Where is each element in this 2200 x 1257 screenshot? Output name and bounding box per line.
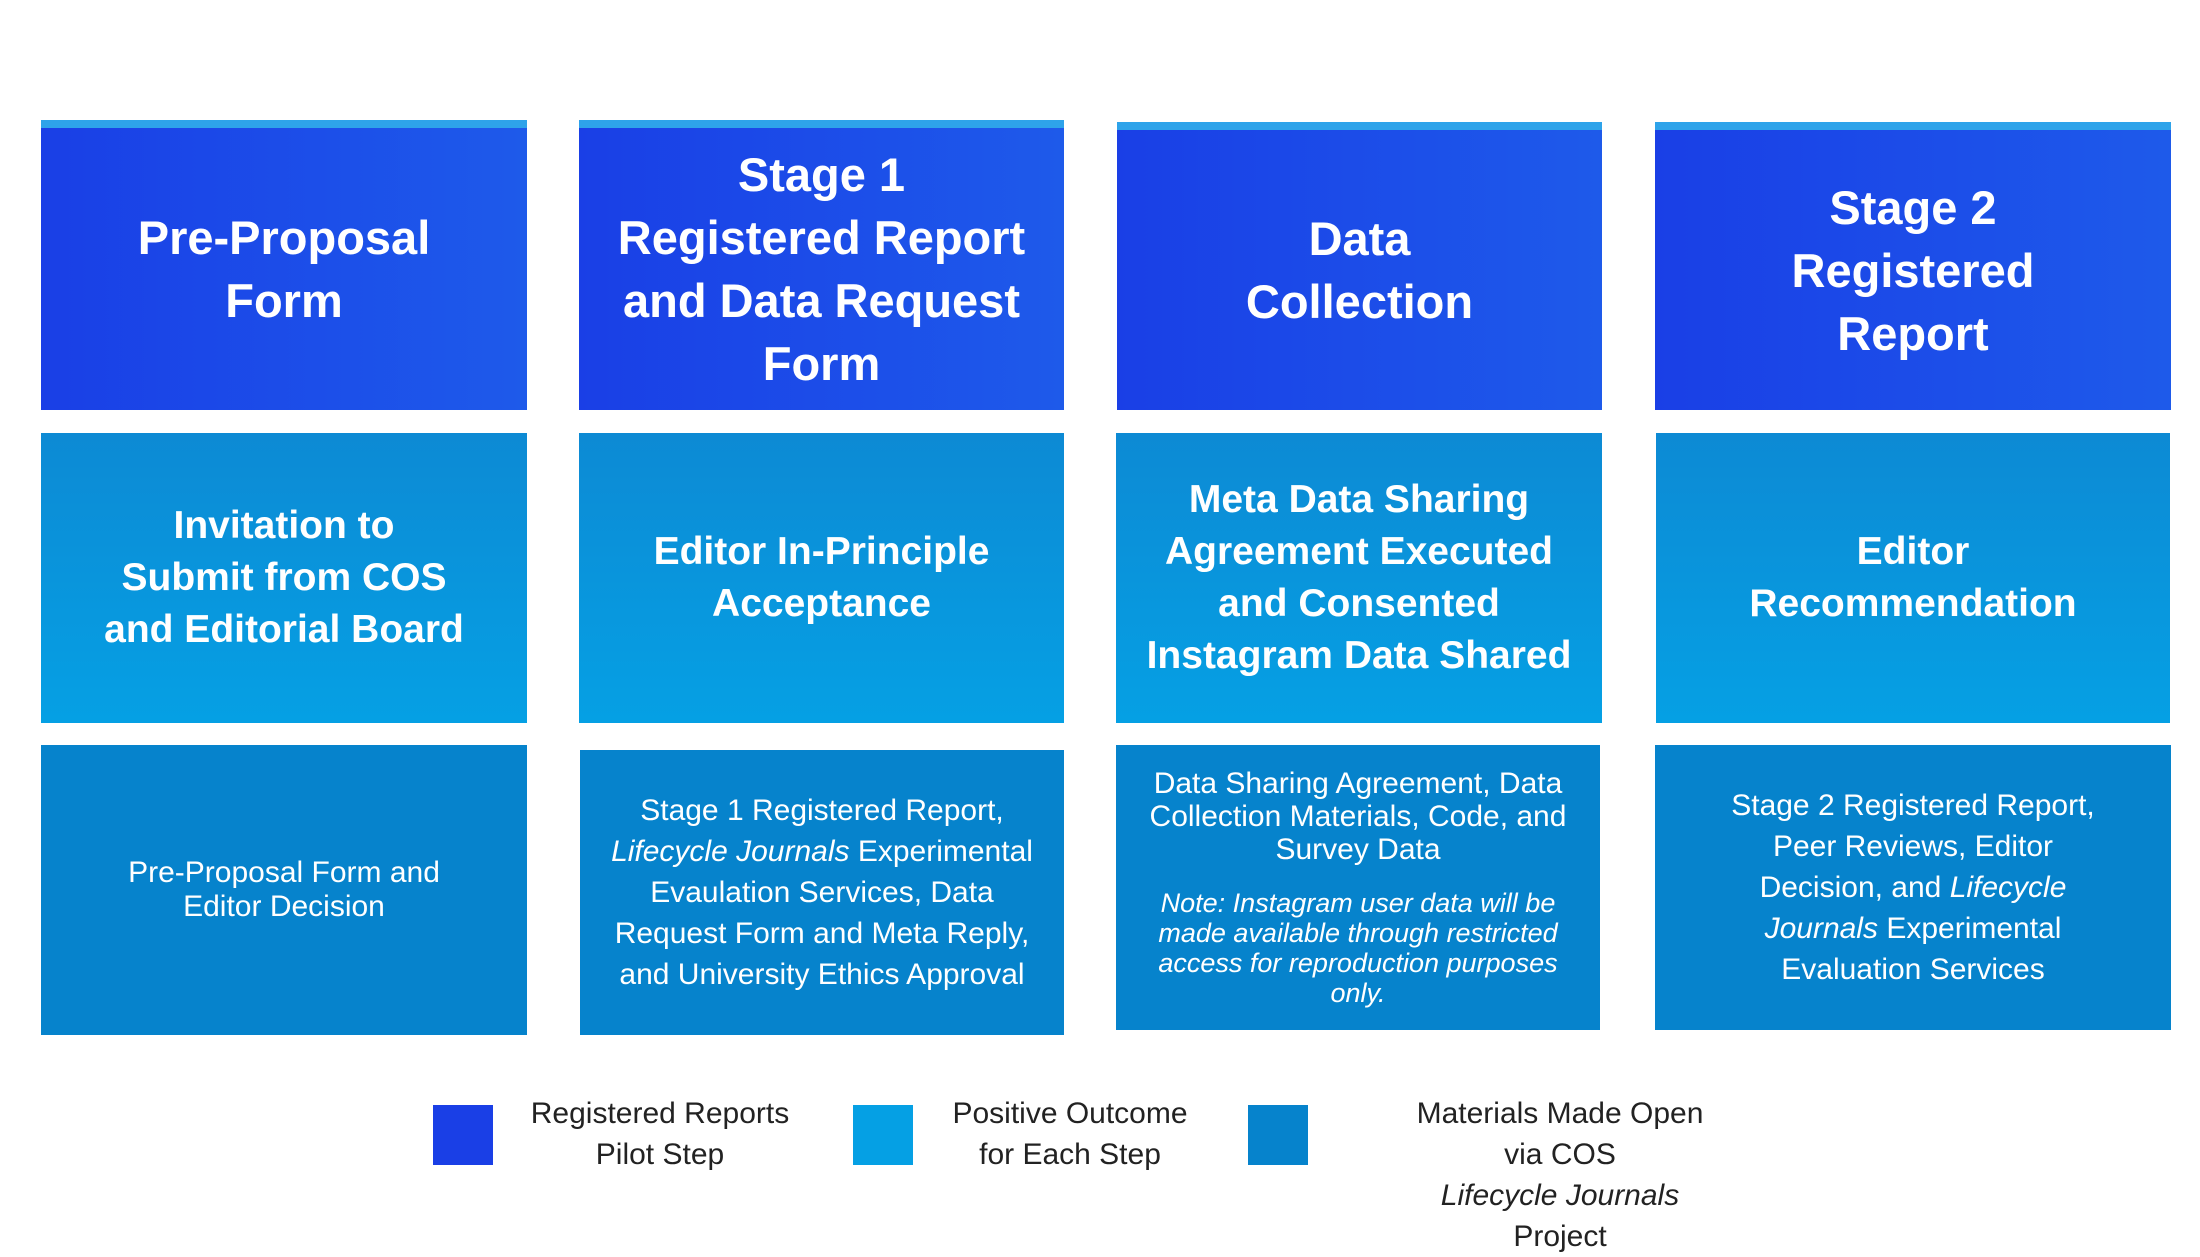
materials-line: Stage 2 Registered Report, xyxy=(1731,789,2095,822)
step-top-bar xyxy=(1117,122,1602,130)
materials-stage2: Stage 2 Registered Report, Peer Reviews,… xyxy=(1655,745,2171,1030)
lifecycle-journals-italic: Lifecycle Journals xyxy=(1440,1179,1680,1212)
journals-italic: Journals xyxy=(1764,912,1878,945)
step-title-line: Form xyxy=(762,337,881,390)
legend-swatch-materials-open xyxy=(1248,1105,1308,1165)
materials-line: Editor Decision xyxy=(183,890,385,923)
materials-data-collection: Data Sharing Agreement, Data Collection … xyxy=(1116,745,1600,1030)
step-top-bar xyxy=(1655,122,2171,130)
outcome-line: and Editorial Board xyxy=(104,608,464,651)
step-title-line: Form xyxy=(225,274,343,327)
outcome-editor-recommendation: Editor Recommendation xyxy=(1656,433,2170,723)
outcome-line: Meta Data Sharing xyxy=(1188,478,1530,521)
lifecycle-journals-italic: Lifecycle Journals xyxy=(611,835,850,868)
outcome-meta-data-sharing-agreement: Meta Data Sharing Agreement Executed and… xyxy=(1116,433,1602,723)
step-title-line: Stage 2 xyxy=(1829,180,1997,234)
materials-line: Collection Materials, Code, and xyxy=(1149,800,1567,833)
materials-line: Stage 1 Registered Report, xyxy=(640,794,1004,827)
outcome-line: Instagram Data Shared xyxy=(1146,634,1572,677)
lifecycle-italic: Lifecycle xyxy=(1949,871,2067,904)
materials-line: Lifecycle Journals Experimental xyxy=(611,835,1033,868)
note-line: only. xyxy=(1330,978,1386,1008)
step-title-line: Stage 1 xyxy=(737,148,906,201)
outcome-editor-in-principle-acceptance: Editor In-Principle Acceptance xyxy=(579,433,1064,723)
outcome-line: Submit from COS xyxy=(121,556,447,599)
step-title-line: and Data Request xyxy=(623,274,1020,327)
legend-swatch-pilot-step xyxy=(433,1105,493,1165)
step-top-bar xyxy=(579,120,1064,128)
legend-label-pilot-step: Registered Reports Pilot Step xyxy=(530,1097,790,1171)
materials-line: Journals Experimental xyxy=(1764,912,2062,945)
outcome-line: Invitation to xyxy=(173,504,395,547)
step-stage2-registered-report: Stage 2 Registered Report xyxy=(1655,130,2171,410)
materials-line: Evaulation Services, Data xyxy=(650,876,994,909)
materials-line: Evaluation Services xyxy=(1781,953,2045,986)
materials-line: Data Sharing Agreement, Data xyxy=(1153,767,1563,800)
legend-swatch-positive-outcome xyxy=(853,1105,913,1165)
outcome-line: Acceptance xyxy=(712,582,931,625)
materials-line: Decision, and Lifecycle xyxy=(1759,871,2067,904)
step-title-line: Report xyxy=(1837,306,1989,360)
legend-label-materials-open: Materials Made Open via COS Lifecycle Jo… xyxy=(1416,1097,1704,1253)
step-top-bar xyxy=(41,120,527,128)
step-pre-proposal-form: Pre-Proposal Form xyxy=(41,128,527,410)
step-title-line: Registered xyxy=(1791,243,2035,297)
materials-line: Request Form and Meta Reply, xyxy=(614,917,1030,950)
outcome-line: and Consented xyxy=(1218,582,1500,625)
step-title-line: Pre-Proposal xyxy=(137,211,431,264)
note-line: Note: Instagram user data will be xyxy=(1160,888,1556,918)
materials-line: Pre-Proposal Form and xyxy=(128,856,440,889)
note-line: made available through restricted xyxy=(1158,918,1558,948)
outcome-line: Recommendation xyxy=(1749,582,2077,625)
note-line: access for reproduction purposes xyxy=(1158,948,1558,978)
step-stage1-registered-report: Stage 1 Registered Report and Data Reque… xyxy=(579,128,1064,410)
materials-line: Survey Data xyxy=(1275,833,1441,866)
materials-line: Peer Reviews, Editor xyxy=(1772,830,2054,863)
legend-label-positive-outcome: Positive Outcome for Each Step xyxy=(952,1097,1188,1171)
outcome-invitation-to-submit: Invitation to Submit from COS and Editor… xyxy=(41,433,527,723)
outcome-line: Agreement Executed xyxy=(1165,530,1553,573)
step-data-collection: Data Collection xyxy=(1117,130,1602,410)
instagram-data-note: Note: Instagram user data will be made a… xyxy=(1158,888,1557,1008)
materials-pre-proposal: Pre-Proposal Form and Editor Decision xyxy=(41,745,527,1035)
materials-stage1: Stage 1 Registered Report, Lifecycle Jou… xyxy=(580,750,1064,1035)
step-title-line: Data xyxy=(1308,212,1411,265)
outcome-line: Editor xyxy=(1856,530,1970,573)
step-title-line: Collection xyxy=(1245,275,1474,328)
outcome-line: Editor In-Principle xyxy=(653,530,990,573)
step-title-line: Registered Report xyxy=(617,211,1026,264)
materials-line: and University Ethics Approval xyxy=(619,958,1025,991)
